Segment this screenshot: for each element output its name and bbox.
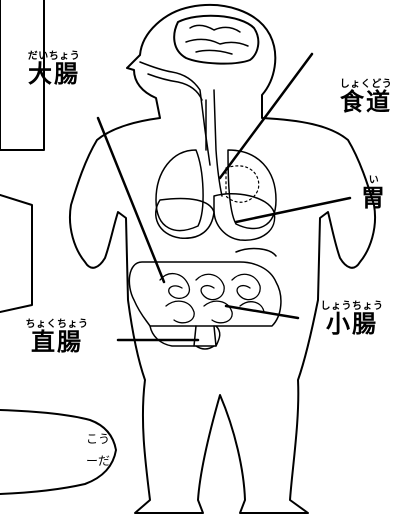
brain-folds — [186, 25, 248, 54]
sigmoid-colon — [150, 326, 220, 346]
label-esophagus: しょくどう 食道 — [322, 80, 410, 114]
label-rectum-kanji: 直腸 — [2, 330, 112, 354]
right-lung-outline — [228, 150, 276, 229]
liver-outline — [156, 199, 214, 239]
label-stomach-kanji: 胃 — [352, 186, 396, 210]
esophagus-tube — [214, 90, 222, 196]
speech-bubble-line-1: こう — [86, 428, 110, 450]
throat-passage — [140, 62, 210, 165]
label-stomach: い 胃 — [352, 176, 396, 210]
label-small-intestine-kanji: 小腸 — [298, 312, 406, 336]
brain-outline — [174, 16, 258, 64]
left-lung-outline — [156, 150, 203, 230]
speech-bubble-text: こう ーだ — [86, 428, 110, 472]
leader-large-intestine — [98, 118, 164, 282]
leader-stomach — [236, 198, 350, 222]
speech-bubble-line-2: ーだ — [86, 450, 110, 472]
small-intestine-loops — [160, 274, 264, 323]
label-small-intestine: しょうちょう 小腸 — [298, 302, 406, 336]
mouth-passage — [148, 74, 202, 100]
left-middle-panel-edge — [0, 195, 32, 312]
label-large-intestine: だいちょう 大腸 — [4, 52, 104, 86]
label-rectum: ちょくちょう 直腸 — [2, 320, 112, 354]
pancreas-outline — [236, 249, 276, 256]
label-esophagus-kanji: 食道 — [322, 90, 410, 114]
leader-esophagus — [220, 54, 312, 178]
label-large-intestine-kanji: 大腸 — [4, 62, 104, 86]
